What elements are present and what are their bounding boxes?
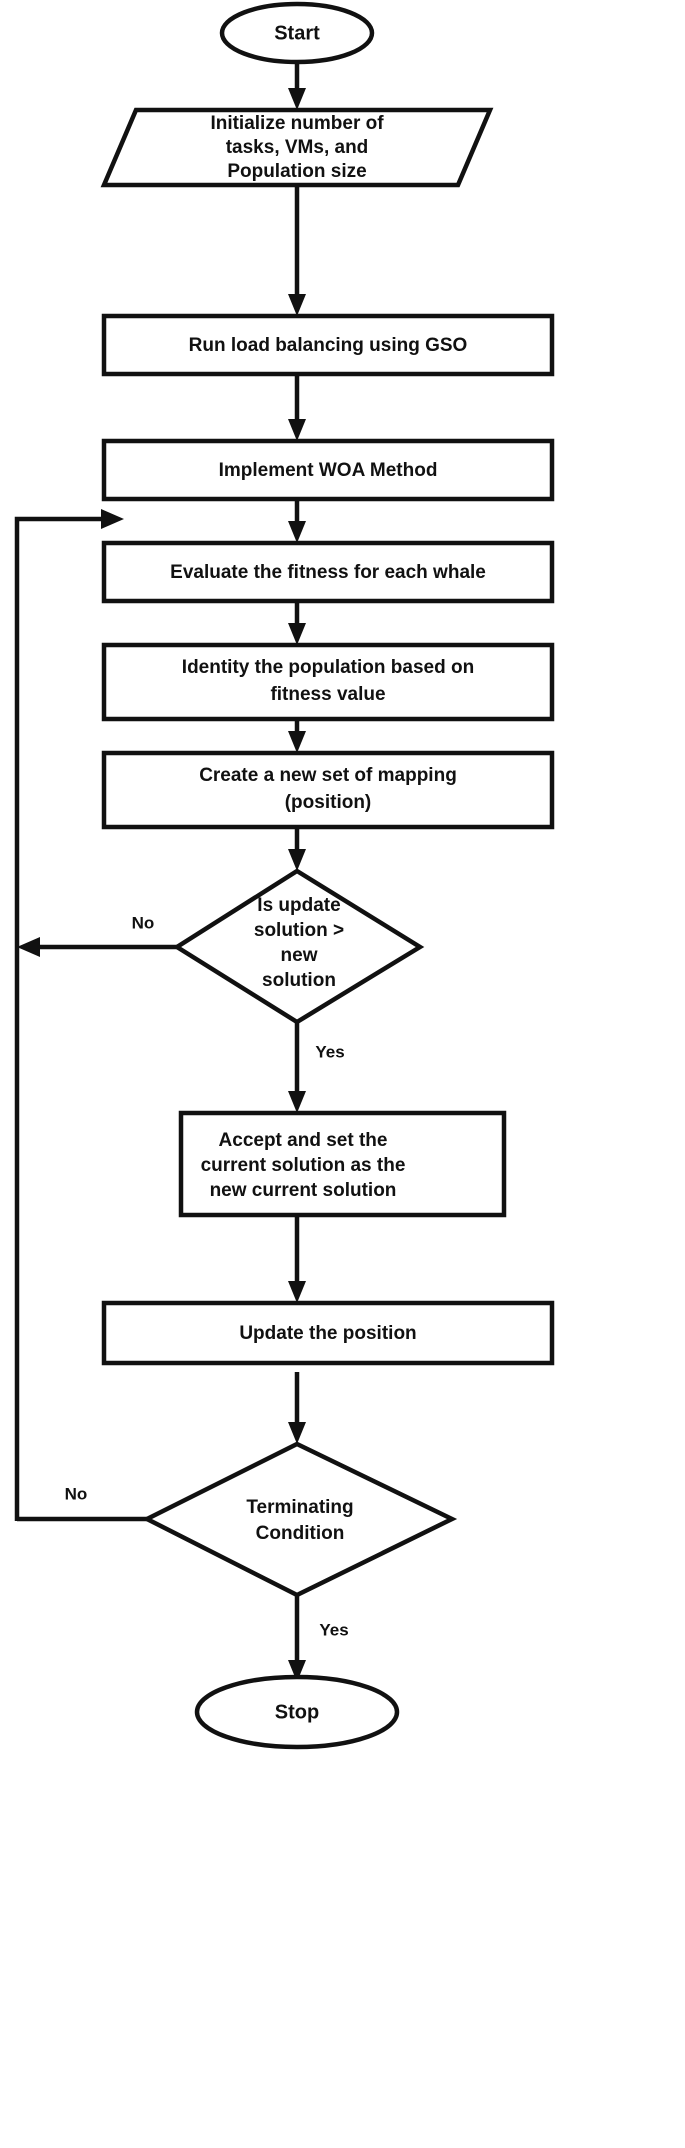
node-decision-terminating-condition[interactable]: Terminating Condition [141, 1441, 458, 1598]
node-decision1-label-line2: solution > [254, 920, 344, 941]
connector-decision1-yes-to-accept [288, 1022, 306, 1113]
connector-accept-to-update-position [288, 1215, 306, 1303]
connector-start-to-initialize [288, 62, 306, 110]
node-implement-woa[interactable]: Implement WOA Method [101, 438, 555, 502]
node-identity-population-label-line1: Identity the population based on [182, 657, 474, 678]
node-initialize[interactable]: Initialize number of tasks, VMs, and Pop… [100, 107, 494, 188]
node-decision1-label-line4: solution [262, 970, 336, 991]
connector-decision1-no-feedback [17, 937, 180, 957]
node-start-label: Start [274, 22, 320, 44]
connector-create-mapping-to-decision1 [288, 822, 306, 871]
node-update-position-label: Update the position [239, 1323, 416, 1344]
connector-decision2-yes-to-stop [288, 1595, 306, 1682]
node-run-gso[interactable]: Run load balancing using GSO [101, 313, 555, 377]
edge-label-decision2-no: No [65, 1484, 88, 1503]
node-initialize-label-line1: Initialize number of [210, 113, 384, 134]
node-accept-solution-label-line3: new current solution [210, 1180, 397, 1201]
node-accept-solution-label-line1: Accept and set the [219, 1130, 388, 1151]
node-identity-population[interactable]: Identity the population based on fitness… [101, 642, 555, 722]
node-decision2-label-line2: Condition [256, 1523, 345, 1544]
node-create-mapping-label-line2: (position) [285, 792, 372, 813]
node-accept-solution-label-line2: current solution as the [201, 1155, 406, 1176]
node-stop[interactable]: Stop [194, 1674, 400, 1750]
node-initialize-label-line2: tasks, VMs, and [226, 137, 369, 158]
node-accept-solution[interactable]: Accept and set the current solution as t… [178, 1110, 507, 1218]
node-decision1-label-line1: Is update [257, 895, 340, 916]
node-decision-is-update-solution[interactable]: Is update solution > new solution [172, 868, 425, 1025]
node-create-mapping-label-line1: Create a new set of mapping [199, 765, 457, 786]
node-decision2-label-line1: Terminating [246, 1497, 353, 1518]
edge-label-decision1-no: No [132, 913, 155, 932]
node-initialize-label-line3: Population size [227, 161, 366, 182]
node-run-gso-label: Run load balancing using GSO [189, 335, 468, 356]
node-decision1-label-line3: new [281, 945, 318, 966]
connector-initialize-to-run-gso [288, 185, 306, 316]
edge-label-decision1-yes: Yes [315, 1042, 344, 1061]
node-create-mapping[interactable]: Create a new set of mapping (position) [101, 750, 555, 830]
node-evaluate-fitness[interactable]: Evaluate the fitness for each whale [101, 540, 555, 604]
node-start[interactable]: Start [219, 1, 375, 65]
node-evaluate-fitness-label: Evaluate the fitness for each whale [170, 562, 486, 583]
connector-feedback-spine [14, 509, 124, 1521]
node-stop-label: Stop [275, 1701, 319, 1723]
node-update-position[interactable]: Update the position [101, 1300, 555, 1366]
node-implement-woa-label: Implement WOA Method [219, 460, 438, 481]
edge-label-decision2-yes: Yes [319, 1620, 348, 1639]
node-identity-population-label-line2: fitness value [270, 684, 385, 705]
connector-update-position-to-decision2 [288, 1372, 306, 1444]
